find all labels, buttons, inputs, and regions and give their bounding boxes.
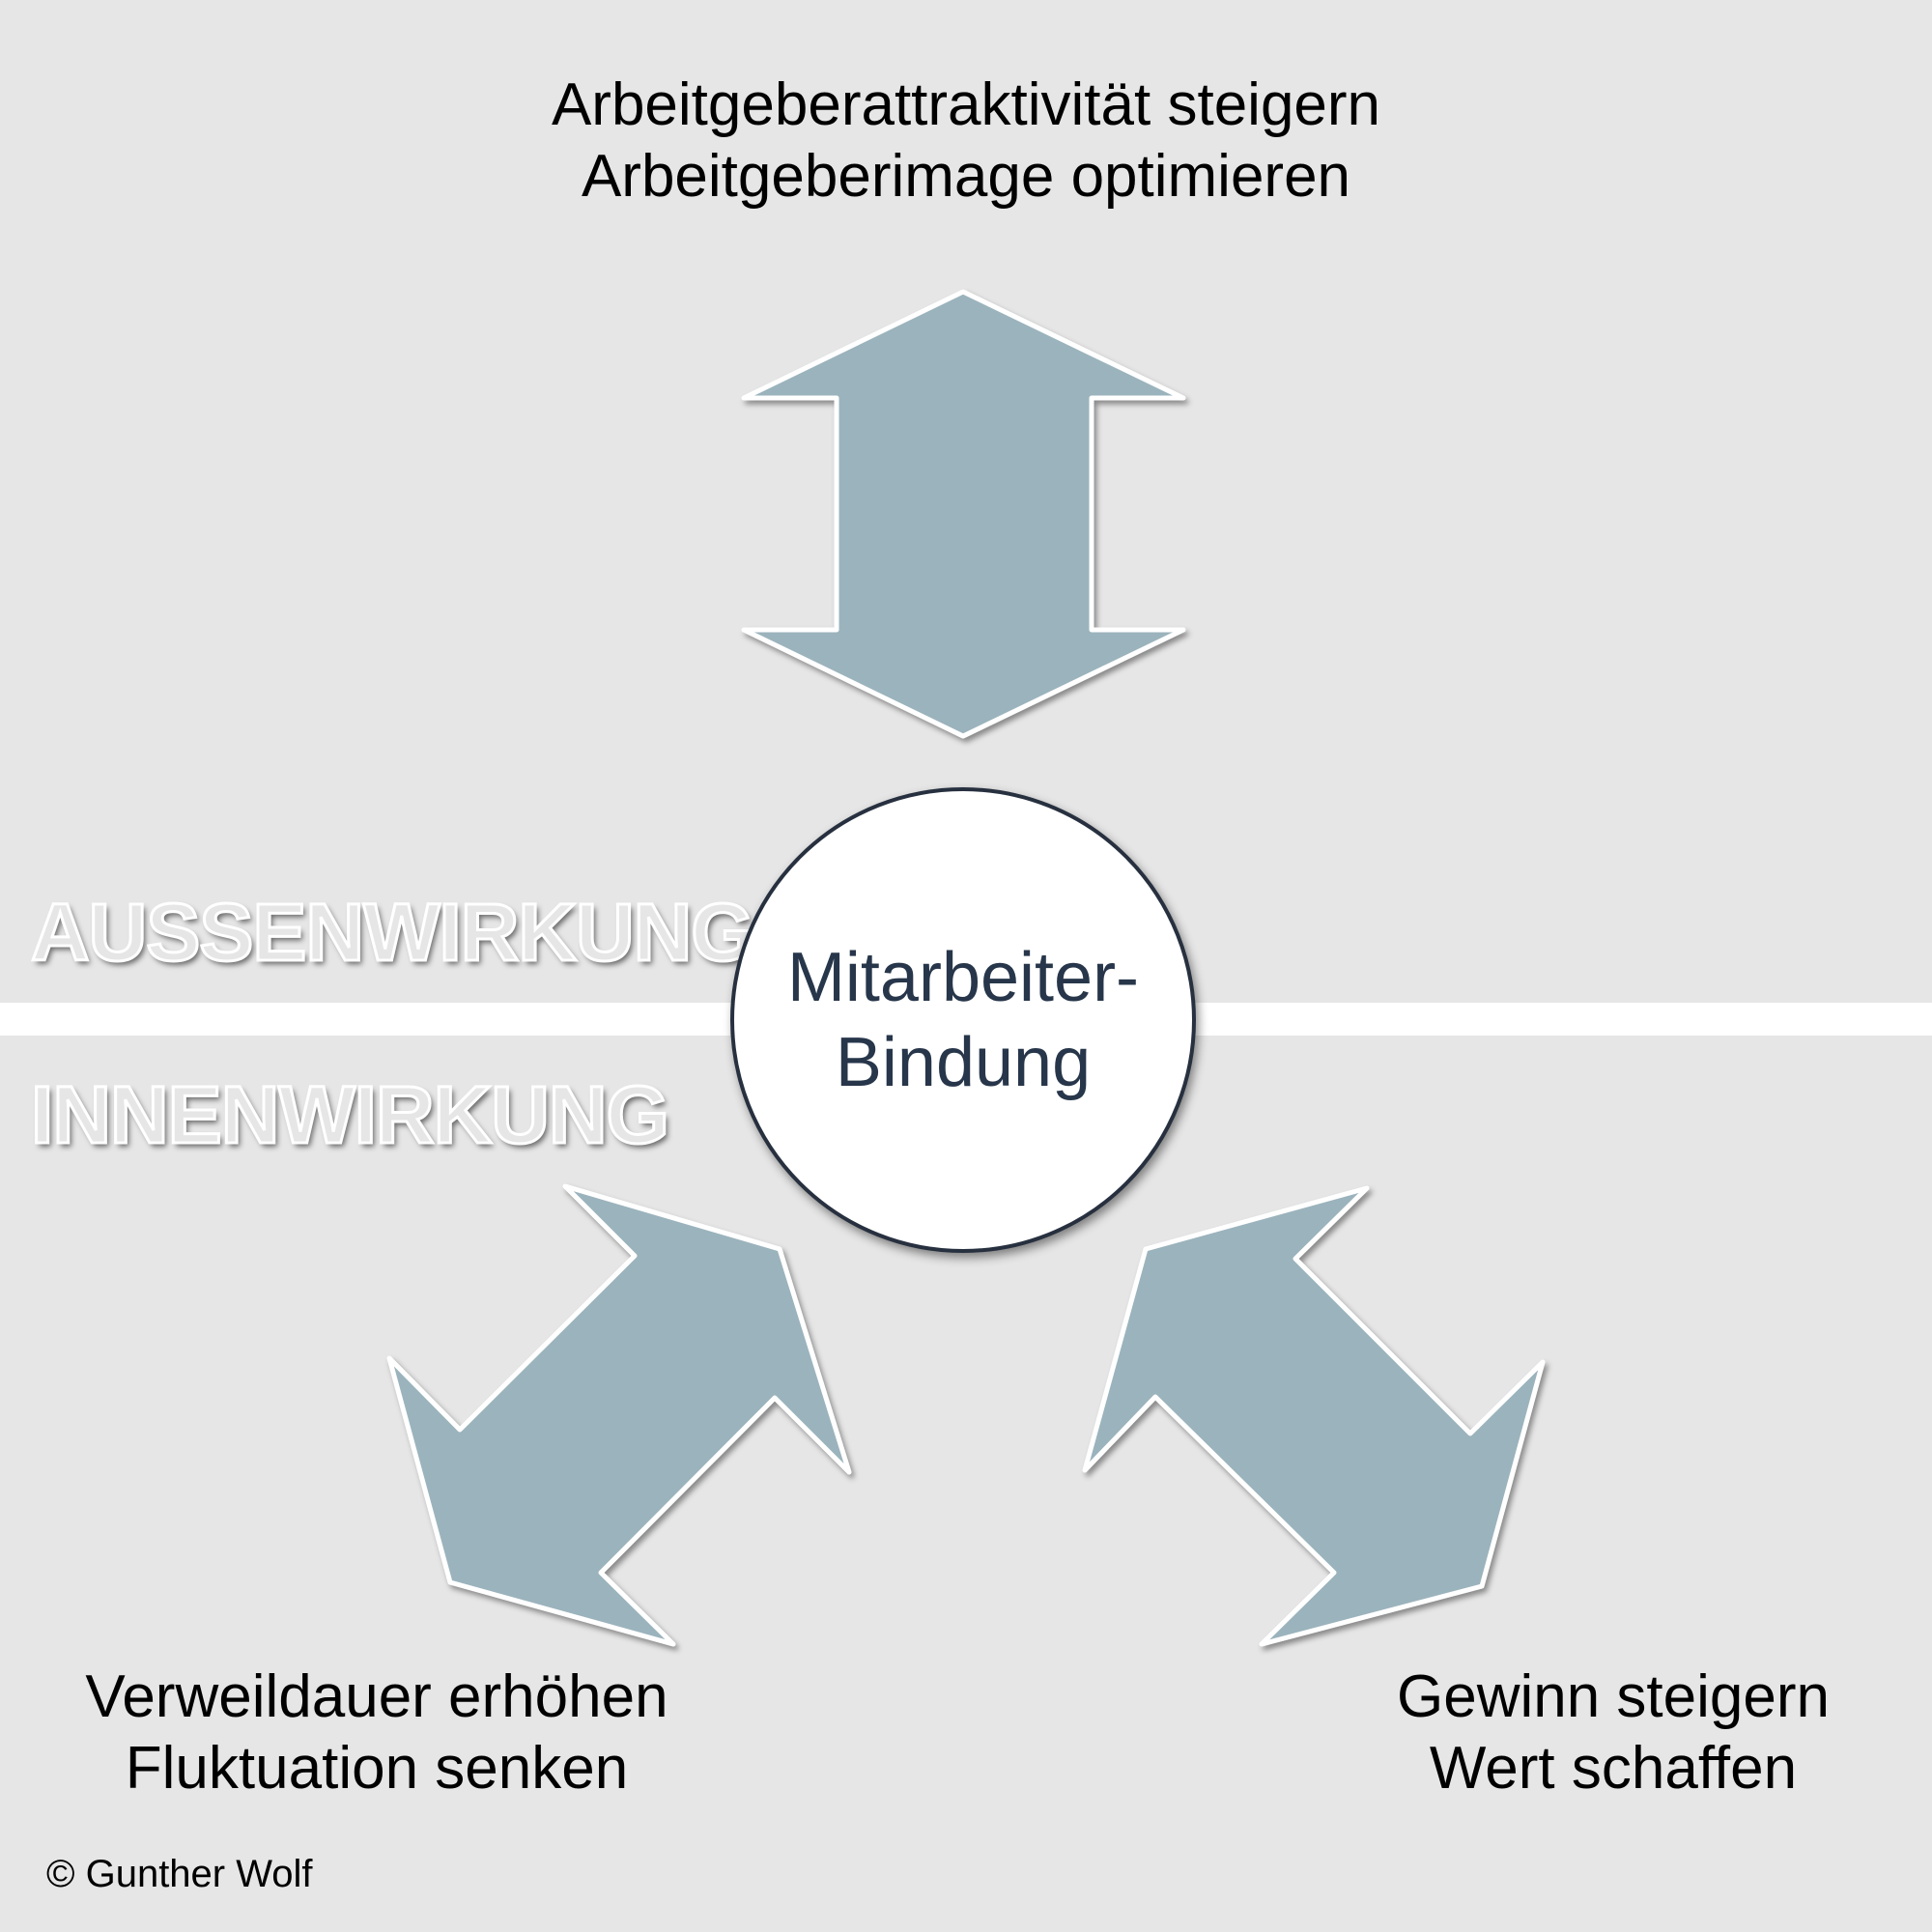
outcome-bottom-left: Verweildauer erhöhen Fluktuation senken [19, 1662, 734, 1804]
center-label-line2: Bindung [835, 1024, 1092, 1101]
right-double-arrow-icon [1082, 1185, 1546, 1647]
outcome-bottom-left-line2: Fluktuation senken [125, 1735, 629, 1802]
outcome-bottom-right-line2: Wert schaffen [1429, 1735, 1798, 1802]
outcome-bottom-right-line1: Gewinn steigern [1396, 1663, 1831, 1730]
zone-label-outer: AUSSENWIRKUNG [30, 886, 756, 980]
copyright-notice: © Gunther Wolf [46, 1853, 313, 1895]
outcome-top: Arbeitgeberattraktivität steigern Arbeit… [386, 70, 1546, 213]
center-circle: Mitarbeiter- Bindung [730, 787, 1196, 1253]
outcome-bottom-left-line1: Verweildauer erhöhen [85, 1663, 668, 1730]
zone-label-inner: INNENWIRKUNG [30, 1068, 671, 1162]
outcome-top-line2: Arbeitgeberimage optimieren [581, 143, 1351, 210]
top-double-arrow-icon [741, 289, 1186, 739]
outcome-bottom-right: Gewinn steigern Wert schaffen [1275, 1662, 1932, 1804]
center-label-line1: Mitarbeiter- [786, 939, 1140, 1016]
left-double-arrow-icon [386, 1183, 852, 1647]
outcome-top-line1: Arbeitgeberattraktivität steigern [551, 71, 1381, 138]
